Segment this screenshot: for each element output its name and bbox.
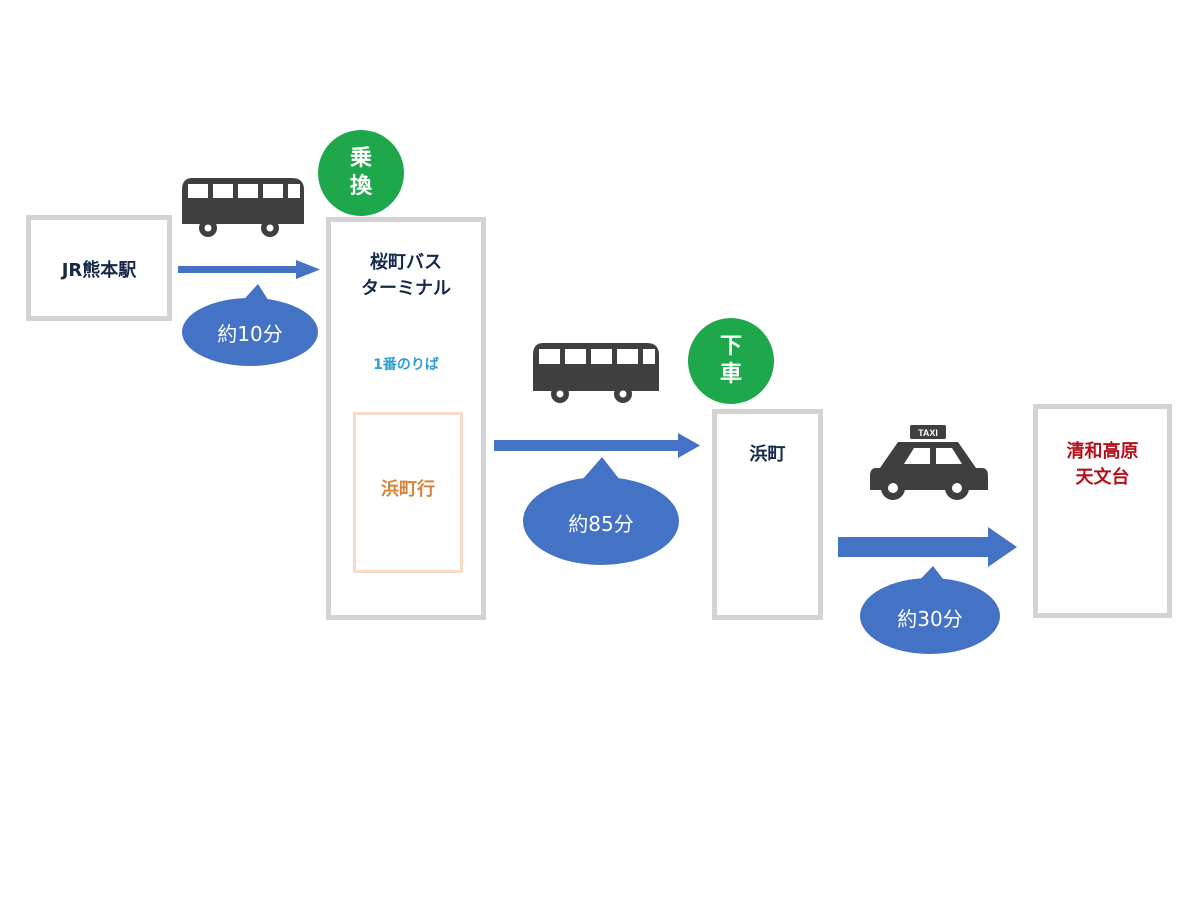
alight-badge-char2: 車 <box>719 362 742 387</box>
alight-badge-char1: 下 <box>719 334 742 359</box>
origin-station-label: JR熊本駅 <box>61 260 137 281</box>
platform-label: 1番のりば <box>373 357 439 373</box>
transfer-badge-char2: 換 <box>349 174 372 199</box>
bus-destination-box: 浜町行 <box>353 412 463 573</box>
arrow-leg2 <box>494 433 700 458</box>
duration-bubble-leg3 <box>860 566 1000 654</box>
transfer-station-label-line1: 桜町バス <box>370 252 442 273</box>
arrow-leg3 <box>838 527 1017 567</box>
transfer-badge: 乗換 <box>318 130 404 216</box>
arrow-leg1 <box>178 260 320 279</box>
origin-station-box: JR熊本駅 <box>26 215 172 321</box>
duration-leg3-label: 約30分 <box>897 607 963 631</box>
alight-station-box: 浜町 <box>712 409 823 620</box>
transfer-badge-char1: 乗 <box>349 146 372 171</box>
bus-icon <box>182 178 304 237</box>
duration-leg2-label: 約85分 <box>568 512 634 536</box>
bus-icon <box>533 343 659 403</box>
transfer-station-box: 桜町バス ターミナル 1番のりば 浜町行 <box>326 217 486 620</box>
transfer-station-label-line2: ターミナル <box>361 278 451 299</box>
duration-leg1-label: 約10分 <box>217 322 283 346</box>
taxi-icon <box>870 425 988 500</box>
alight-badge: 下車 <box>688 318 774 404</box>
alight-station-label: 浜町 <box>749 444 786 465</box>
duration-bubble-leg1 <box>182 284 318 366</box>
duration-bubble-leg2 <box>523 457 679 565</box>
destination-box: 清和高原 天文台 <box>1033 404 1172 618</box>
destination-label-line1: 清和高原 <box>1066 441 1139 462</box>
bus-destination-label: 浜町行 <box>381 479 435 500</box>
destination-label-line2: 天文台 <box>1075 467 1130 488</box>
taxi-sign-text: TAXI <box>918 428 938 438</box>
